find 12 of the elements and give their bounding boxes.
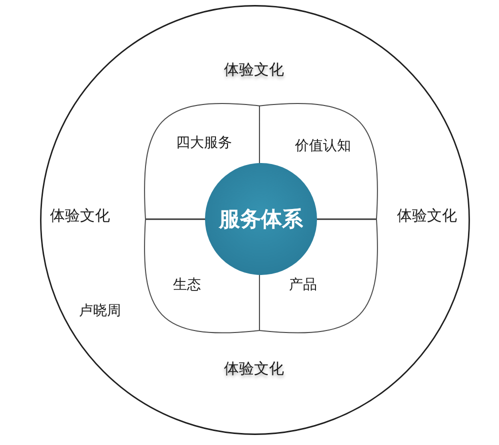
- quadrant-label: 生态: [172, 276, 201, 294]
- ring-label: 体验文化: [224, 360, 284, 378]
- author-name: 卢晓周: [79, 302, 121, 320]
- quadrant-label: 四大服务: [176, 134, 232, 152]
- quadrant-label: 产品: [289, 276, 317, 294]
- ring-label: 体验文化: [224, 61, 284, 79]
- ring-label: 体验文化: [397, 207, 457, 225]
- center-circle: [205, 163, 317, 275]
- ring-label: 体验文化: [50, 207, 110, 225]
- quadrant-label: 价值认知: [295, 138, 351, 154]
- center-label: 服务体系: [219, 206, 303, 232]
- outer-circle: [40, 5, 470, 435]
